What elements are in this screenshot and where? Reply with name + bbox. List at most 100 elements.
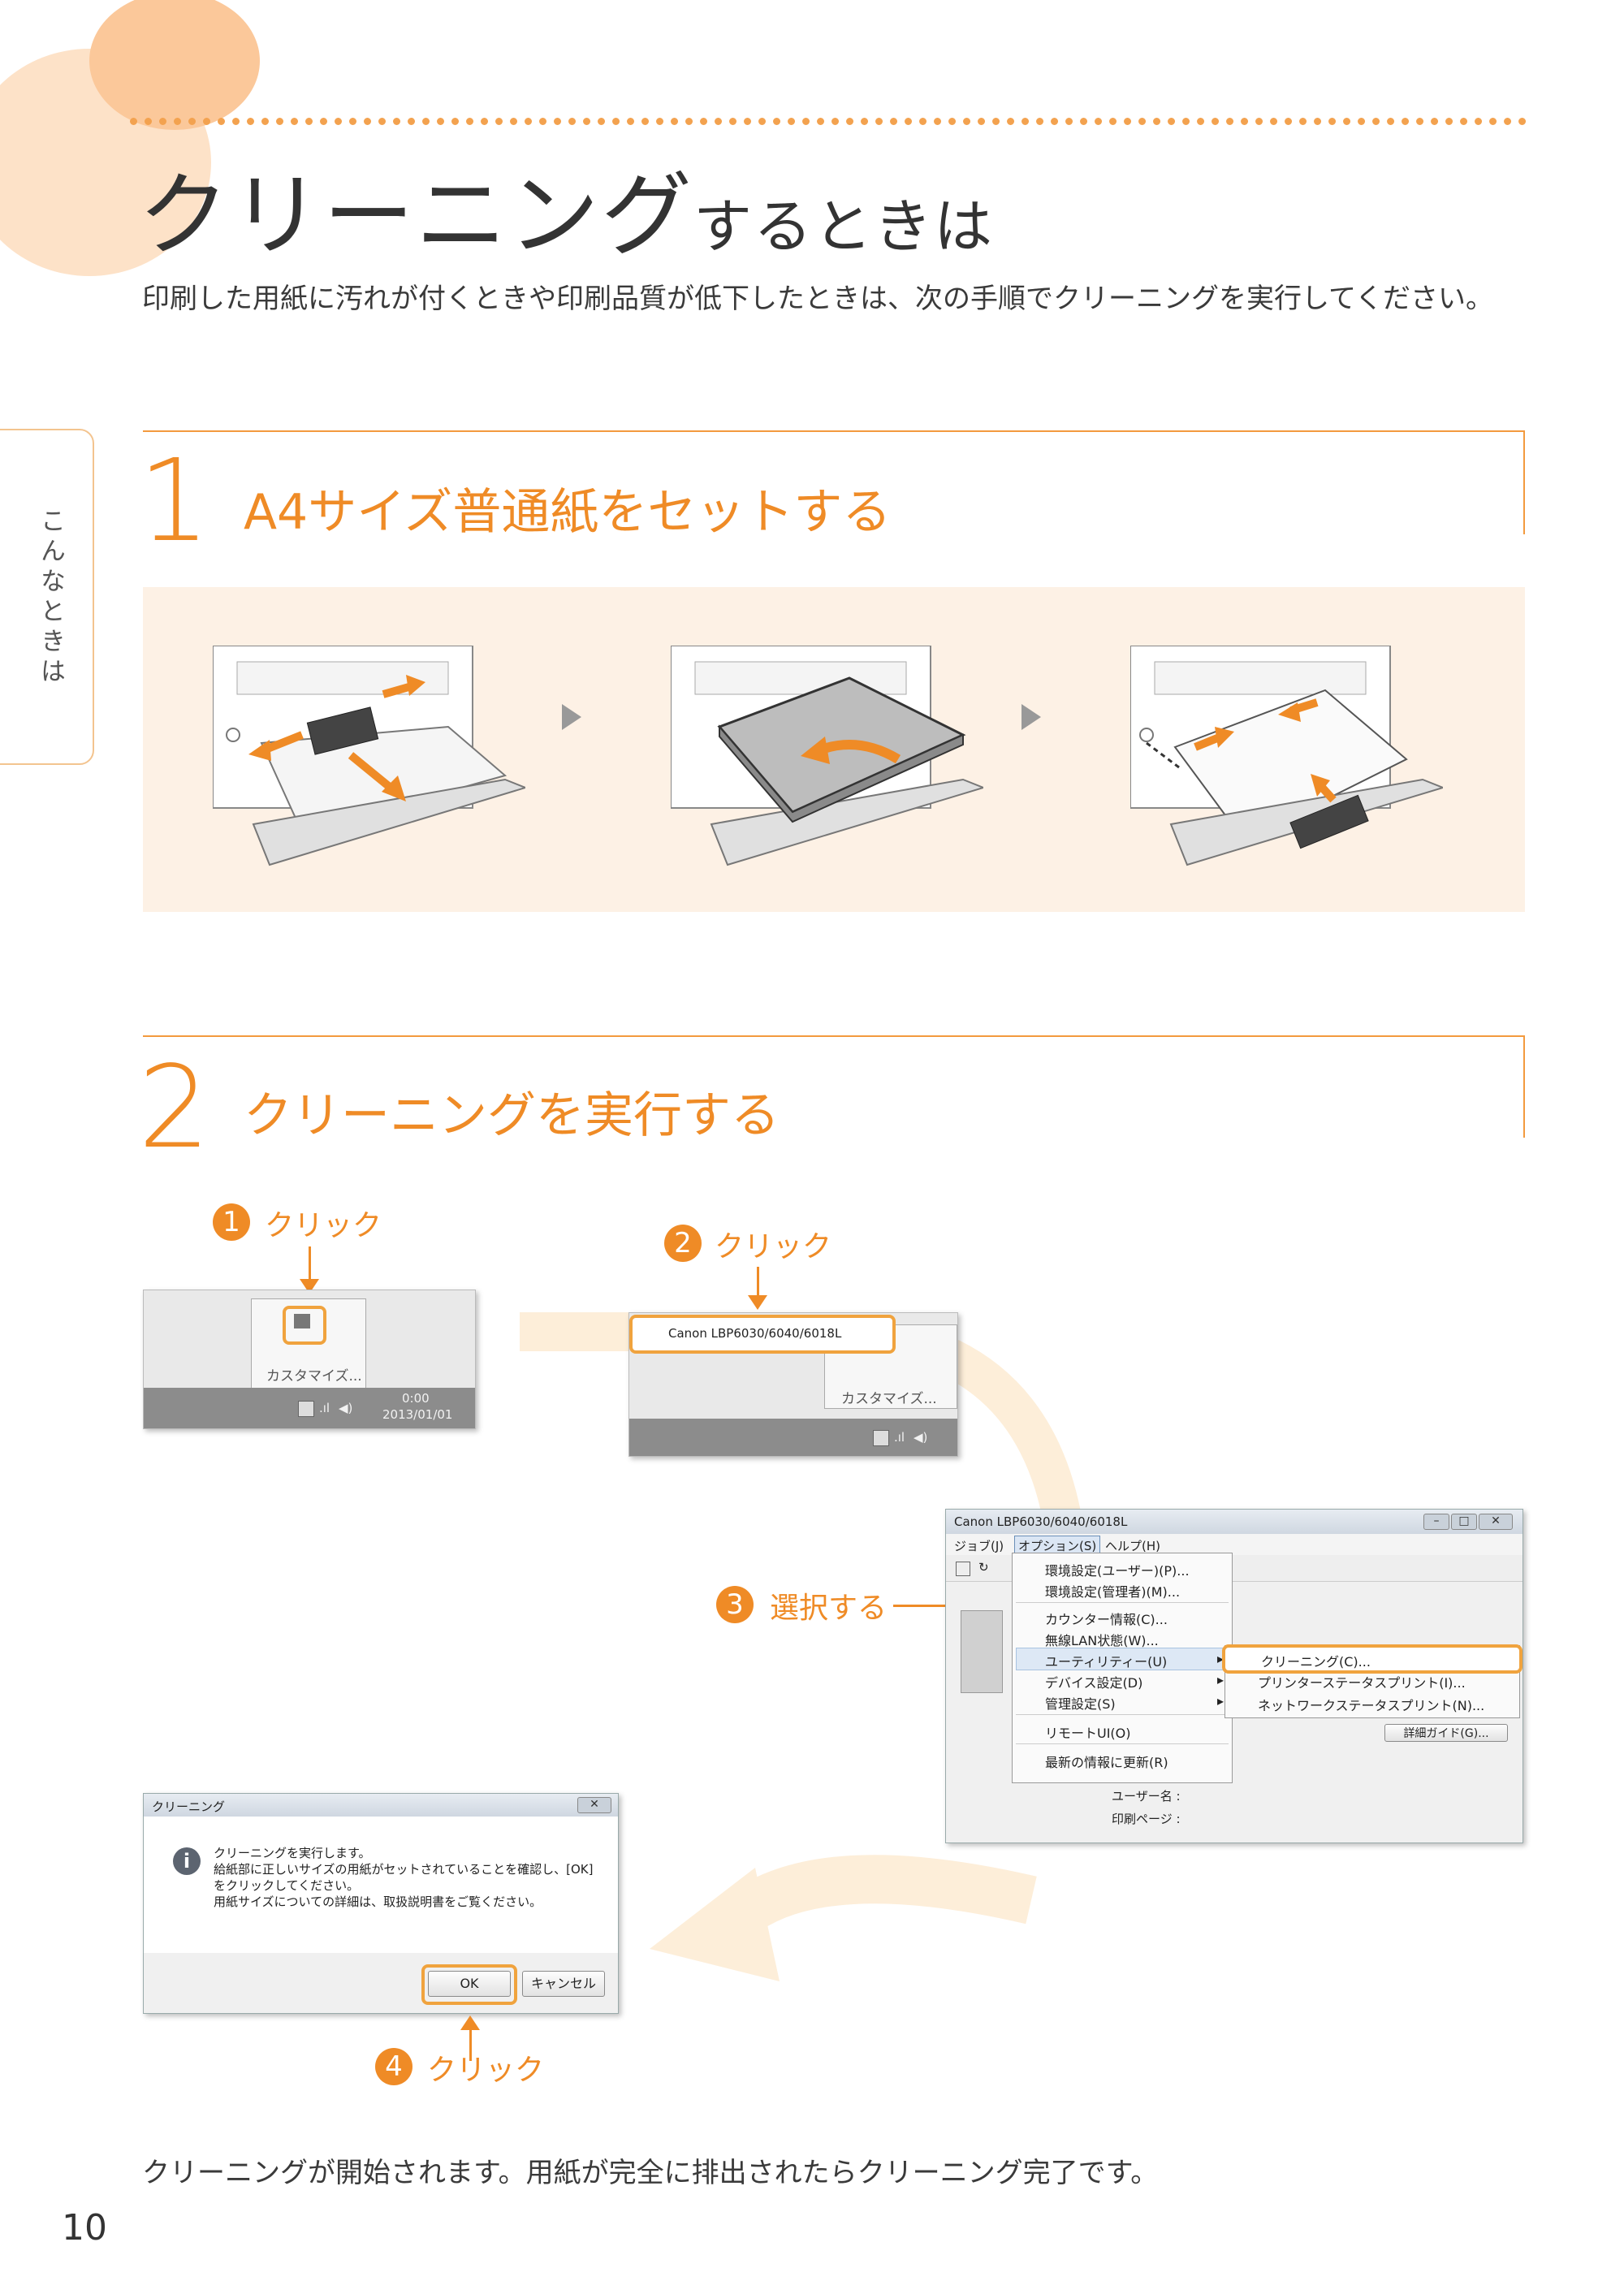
tray-screenshot-1: カスタマイズ... .ıl ◀) 0:00 2013/01/01: [143, 1290, 476, 1429]
page-title: クリーニングするときは: [138, 163, 995, 269]
menu-help[interactable]: ヘルプ(H): [1105, 1539, 1160, 1553]
step4-badge: 4: [375, 2048, 412, 2085]
show-hidden-icons-button[interactable]: [298, 1401, 314, 1417]
ok-button-highlight: [421, 1964, 517, 2005]
dialog-title: クリーニング: [152, 1799, 226, 1814]
dialog-message-line3: をクリックしてください。: [214, 1878, 360, 1893]
tray1-customize-link[interactable]: カスタマイズ...: [266, 1368, 362, 1385]
menu-item-utility-highlight: [1016, 1648, 1230, 1670]
cancel-button[interactable]: キャンセル: [522, 1971, 605, 1997]
minimize-button[interactable]: –: [1423, 1514, 1449, 1530]
menu-item-wlan-status[interactable]: 無線LAN状態(W)...: [1045, 1633, 1159, 1648]
printer-illustration-3: [1130, 646, 1443, 889]
step-arrow-2: [1021, 704, 1041, 730]
menu-separator: [1016, 1602, 1229, 1603]
detail-guide-button[interactable]: 詳細ガイド(G)...: [1384, 1724, 1508, 1742]
step4-arrowhead: [460, 2015, 480, 2030]
printer-window-titlebar: Canon LBP6030/6040/6018L – □ ✕: [946, 1510, 1522, 1534]
section2-title: クリーニングを実行する: [244, 1087, 780, 1144]
printer-illustration-2: [671, 646, 983, 889]
printer-window-menubar: ジョブ(J) オプション(S) ヘルプ(H): [946, 1534, 1522, 1556]
printer-icon[interactable]: [294, 1314, 310, 1328]
submenu-arrow-icon: ▸: [1217, 1693, 1224, 1709]
page-number: 10: [62, 2207, 107, 2249]
step1-badge: 1: [213, 1203, 250, 1241]
menu-item-management-settings[interactable]: 管理設定(S): [1045, 1696, 1116, 1712]
submenu-item-printer-status-print[interactable]: プリンターステータスプリント(I)...: [1258, 1675, 1466, 1691]
menu-item-device-settings[interactable]: デバイス設定(D): [1045, 1675, 1143, 1691]
printer-thumbnail: [961, 1610, 1003, 1693]
dialog-message-line1: クリーニングを実行します。: [214, 1846, 371, 1860]
section1-rule-end: [1523, 430, 1525, 534]
step4-arrow-line: [469, 2028, 472, 2061]
step3-label: 選択する: [770, 1592, 888, 1625]
speaker-icon: ◀): [339, 1401, 353, 1415]
dialog-titlebar: クリーニング ✕: [144, 1794, 618, 1817]
dialog-message-line2: 給紙部に正しいサイズの用紙がセットされていることを確認し、[OK]: [214, 1862, 594, 1877]
tray2-speaker-icon: ◀): [914, 1430, 928, 1445]
tray1-time: 0:00: [402, 1391, 430, 1406]
step2-arrow-line: [757, 1267, 759, 1298]
toolbar-job-icon[interactable]: [956, 1562, 970, 1576]
dialog-close-button[interactable]: ✕: [577, 1797, 611, 1813]
tray2-printer-item[interactable]: Canon LBP6030/6040/6018L: [629, 1315, 896, 1354]
section1-rule: [143, 430, 1525, 432]
menu-separator: [1016, 1743, 1229, 1744]
tray2-taskbar: .ıl ◀): [629, 1419, 957, 1456]
submenu-item-cleaning-label: クリーニング(C)...: [1261, 1654, 1371, 1670]
tray2-signal-icon: .ıl: [894, 1430, 905, 1445]
options-menu: 環境設定(ユーザー)(P)... 環境設定(管理者)(M)... カウンター情報…: [1012, 1553, 1233, 1783]
printer-illustration-1: [213, 646, 525, 889]
step1-arrow-line: [309, 1246, 311, 1281]
signal-icon: .ıl: [319, 1401, 330, 1415]
step3-badge: 3: [716, 1586, 754, 1623]
tray1-taskbar: .ıl ◀) 0:00 2013/01/01: [144, 1388, 475, 1428]
header-dotted-line: [130, 118, 1527, 125]
header-decor-circle-small: [89, 0, 260, 130]
close-button[interactable]: ✕: [1479, 1514, 1513, 1530]
cleaning-dialog: クリーニング ✕ i クリーニングを実行します。 給紙部に正しいサイズの用紙がセ…: [143, 1793, 619, 2014]
tray2-printer-item-label: Canon LBP6030/6040/6018L: [668, 1326, 842, 1341]
section1-number: 1: [138, 435, 211, 568]
tray1-date: 2013/01/01: [382, 1407, 453, 1422]
menu-item-utility[interactable]: ユーティリティー(U): [1045, 1654, 1168, 1670]
menu-separator: [1016, 1714, 1229, 1715]
utility-submenu: クリーニング(C)... プリンターステータスプリント(I)... ネットワーク…: [1222, 1644, 1522, 1718]
submenu-item-cleaning[interactable]: クリーニング(C)...: [1222, 1644, 1522, 1674]
dialog-body: i クリーニングを実行します。 給紙部に正しいサイズの用紙がセットされていること…: [144, 1817, 618, 1953]
step4-label: クリック: [427, 2054, 545, 2087]
menu-item-remote-ui[interactable]: リモートUI(O): [1045, 1726, 1131, 1741]
menu-item-user-settings[interactable]: 環境設定(ユーザー)(P)...: [1045, 1563, 1190, 1579]
side-tab: [0, 429, 94, 765]
step1-label: クリック: [265, 1209, 382, 1242]
menu-options[interactable]: オプション(S): [1014, 1536, 1101, 1556]
step2-label: クリック: [715, 1230, 832, 1264]
submenu-arrow-icon: ▸: [1217, 1672, 1224, 1687]
step2-arrowhead: [748, 1295, 767, 1310]
ok-button[interactable]: OK: [428, 1971, 511, 1997]
refresh-icon[interactable]: ↻: [978, 1560, 989, 1575]
field-printed-pages: 印刷ページ :: [1112, 1812, 1181, 1826]
section2-number: 2: [138, 1042, 211, 1174]
menu-item-refresh[interactable]: 最新の情報に更新(R): [1045, 1755, 1168, 1770]
printer-window-title: Canon LBP6030/6040/6018L: [954, 1514, 1128, 1529]
section1-title: A4サイズ普通紙をセットする: [244, 484, 892, 541]
submenu-arrow-icon: ▸: [1217, 1651, 1224, 1666]
menu-job[interactable]: ジョブ(J): [954, 1539, 1004, 1553]
side-tab-label: こんなときは: [36, 508, 65, 688]
tray1-popup: カスタマイズ...: [251, 1298, 366, 1389]
submenu-item-network-status-print[interactable]: ネットワークステータスプリント(N)...: [1258, 1698, 1485, 1713]
intro-text: 印刷した用紙に汚れが付くときや印刷品質が低下したときは、次の手順でクリーニングを…: [142, 283, 1493, 315]
tray2-show-hidden-icons-button[interactable]: [873, 1430, 889, 1446]
step-arrow-1: [562, 704, 581, 730]
maximize-button[interactable]: □: [1451, 1514, 1477, 1530]
menu-item-counter-info[interactable]: カウンター情報(C)...: [1045, 1612, 1168, 1627]
tray1-printer-icon-highlight: [283, 1306, 326, 1345]
tray-screenshot-2: カスタマイズ... Canon LBP6030/6040/6018L .ıl ◀…: [628, 1312, 958, 1457]
dialog-message-line4: 用紙サイズについての詳細は、取扱説明書をご覧ください。: [214, 1894, 542, 1909]
tray2-customize-link[interactable]: カスタマイズ...: [841, 1391, 937, 1407]
field-user-name: ユーザー名 :: [1112, 1789, 1181, 1804]
menu-item-admin-settings[interactable]: 環境設定(管理者)(M)...: [1045, 1584, 1181, 1600]
section2-rule: [143, 1035, 1525, 1037]
info-icon: i: [173, 1847, 201, 1875]
